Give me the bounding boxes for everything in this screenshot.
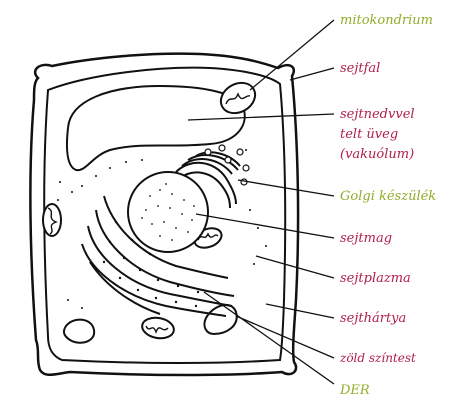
label-zold-szintest: zöld színtest bbox=[339, 351, 416, 365]
chloroplast-left bbox=[64, 320, 94, 343]
label-sejthartya: sejthártya bbox=[340, 311, 406, 326]
label-sejtplazma: sejtplazma bbox=[340, 271, 411, 286]
mitochondrion-left bbox=[43, 204, 61, 236]
label-vakuolum-3: (vakuólum) bbox=[340, 147, 414, 162]
label-vakuolum-2: telt üveg bbox=[340, 127, 398, 142]
nucleus bbox=[128, 172, 208, 252]
label-sejtfal: sejtfal bbox=[340, 61, 380, 76]
label-vakuolum-1: sejtnedvvel bbox=[340, 107, 415, 122]
label-sejtmag: sejtmag bbox=[340, 231, 392, 246]
label-mitokondrium: mitokondrium bbox=[340, 13, 433, 28]
label-golgi: Golgi készülék bbox=[340, 189, 436, 204]
label-der: DER bbox=[339, 383, 370, 398]
